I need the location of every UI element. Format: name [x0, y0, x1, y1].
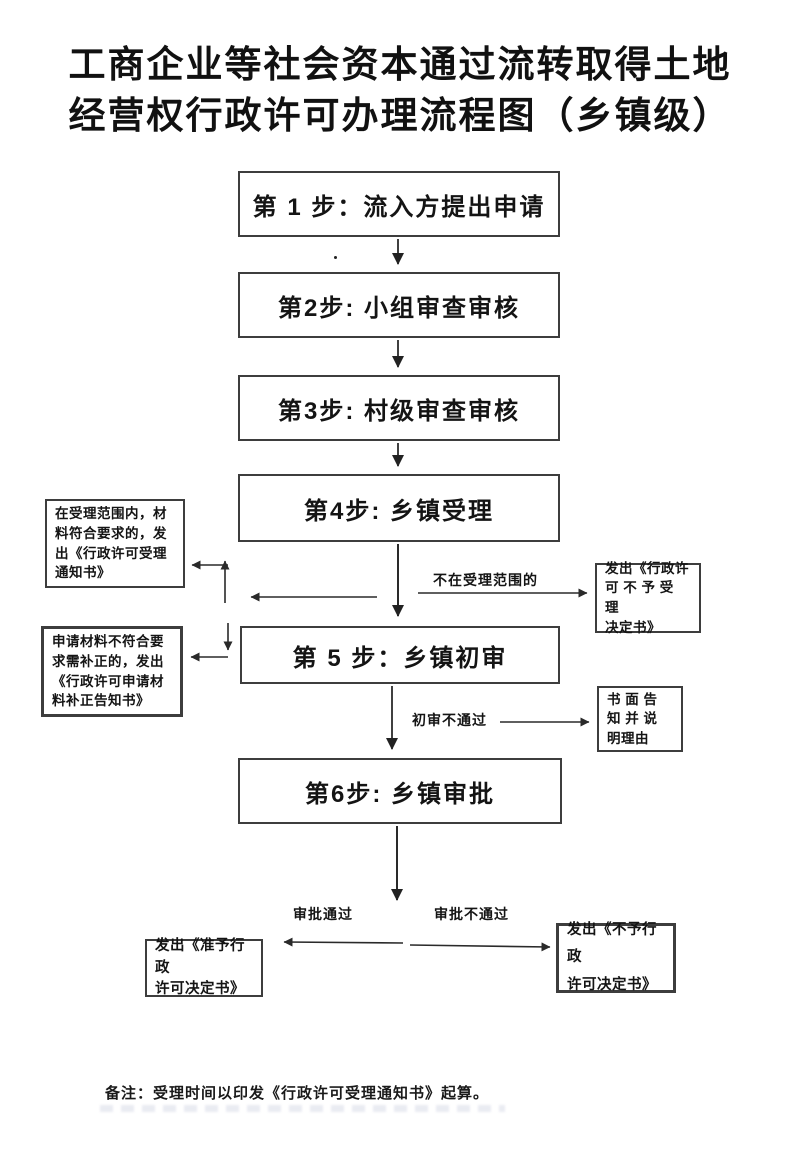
written-inform-box: 书 面 告 知 并 说 明理由	[597, 686, 683, 752]
stray-dot	[334, 256, 337, 259]
step-6-label: 第6步: 乡镇审批	[304, 780, 495, 808]
page-title: 工商企业等社会资本通过流转取得土地 经营权行政许可办理流程图（乡镇级）	[68, 45, 732, 138]
step-1-label: 第 1 步：流入方提出申请	[252, 193, 546, 221]
step-2-label: 第2步: 小组审查审核	[277, 294, 520, 322]
supplement-notice-box: 申请材料不符合要 求需补正的，发出 《行政许可申请材 料补正告知书》	[41, 626, 183, 717]
footnote: 备注：受理时间以印发《行政许可受理通知书》起算。	[105, 1085, 490, 1102]
step-3-label: 第3步: 村级审查审核	[277, 397, 520, 425]
step-4-label: 第4步: 乡镇受理	[303, 497, 494, 525]
edge-label-out-of-scope: 不在受理范围的	[433, 572, 538, 588]
step-1-box: 第 1 步：流入方提出申请	[238, 171, 560, 237]
arrow-approval-fail	[409, 942, 551, 952]
reject-accept-box: 发出《行政许 可 不 予 受 理 决定书》	[595, 561, 701, 635]
arrow-approval-pass	[283, 937, 404, 947]
approve-decision-box: 发出《准予行政 许可决定书》	[145, 938, 263, 997]
step-5-box: 第 5 步：乡镇初审	[240, 626, 560, 684]
step-6-box: 第6步: 乡镇审批	[238, 758, 562, 824]
step-5-label: 第 5 步：乡镇初审	[292, 644, 508, 672]
faint-footer-artifact	[100, 1105, 505, 1112]
step-4-box: 第4步: 乡镇受理	[238, 474, 560, 542]
edge-label-approval-pass: 审批通过	[293, 906, 353, 922]
edge-label-approval-fail: 审批不通过	[434, 906, 509, 922]
step-3-box: 第3步: 村级审查审核	[238, 375, 560, 441]
accept-notice-box: 在受理范围内，材 料符合要求的，发 出《行政许可受理 通知书》	[45, 499, 185, 588]
step-2-box: 第2步: 小组审查审核	[238, 272, 560, 338]
edge-label-initial-review-fail: 初审不通过	[412, 712, 487, 728]
deny-decision-box: 发出《不予行政 许可决定书》	[556, 922, 676, 993]
